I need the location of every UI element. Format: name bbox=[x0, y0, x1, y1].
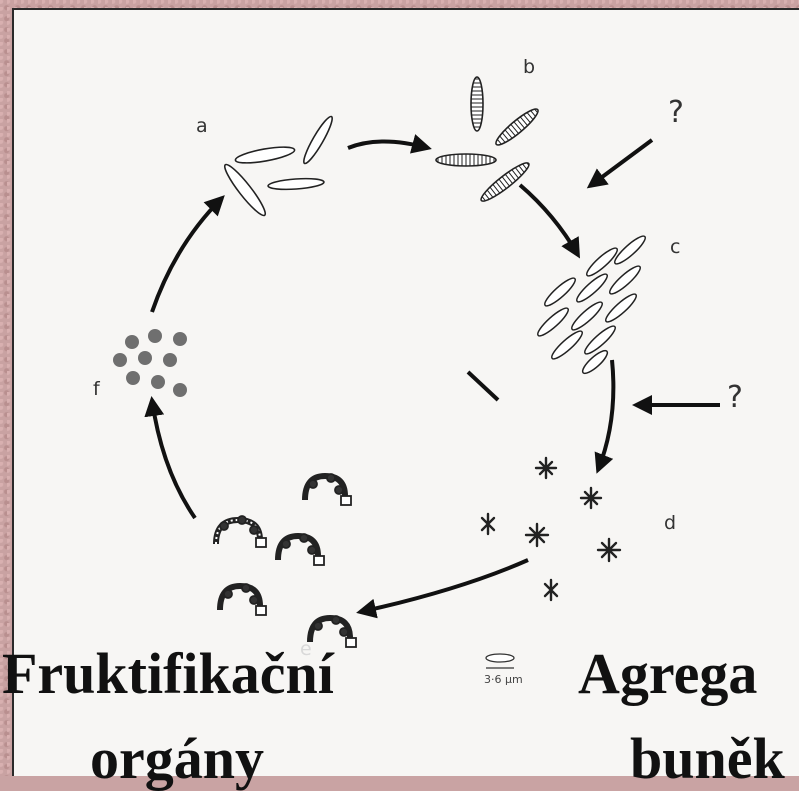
arrow-question-1 bbox=[590, 140, 652, 186]
stage-b-cells bbox=[436, 77, 542, 205]
arrow-b-to-c bbox=[520, 185, 578, 255]
stage-a-cells bbox=[221, 114, 336, 219]
arrow-e-to-f bbox=[152, 400, 195, 518]
caption-left-line2: orgány bbox=[90, 730, 264, 788]
stage-label-a: a bbox=[196, 117, 208, 136]
scale-bar-label: 3·6 µm bbox=[484, 673, 523, 686]
caption-right-line1: Agrega bbox=[578, 645, 757, 703]
stage-label-f: f bbox=[93, 380, 100, 399]
arrow-a-to-b bbox=[348, 142, 428, 149]
stage-e-fruiting-bodies bbox=[216, 474, 356, 647]
stage-f-spores bbox=[113, 329, 187, 397]
cycle-arrows bbox=[152, 140, 720, 612]
center-dash bbox=[468, 372, 498, 400]
arrow-c-to-d bbox=[598, 360, 613, 470]
stage-label-c: c bbox=[670, 238, 680, 257]
question-mark-2: ? bbox=[727, 383, 743, 413]
arrow-f-to-a bbox=[152, 198, 222, 312]
stage-c-cells bbox=[535, 233, 648, 377]
arrow-d-to-e bbox=[360, 560, 528, 612]
stage-d-aggregates bbox=[482, 458, 620, 600]
caption-right-line2: buněk bbox=[630, 730, 785, 788]
scale-bar bbox=[486, 654, 514, 668]
stage-label-d: d bbox=[664, 514, 676, 533]
stage-label-b: b bbox=[523, 58, 535, 77]
caption-left-line1: Fruktifikační bbox=[2, 645, 334, 703]
question-mark-1: ? bbox=[668, 98, 684, 128]
